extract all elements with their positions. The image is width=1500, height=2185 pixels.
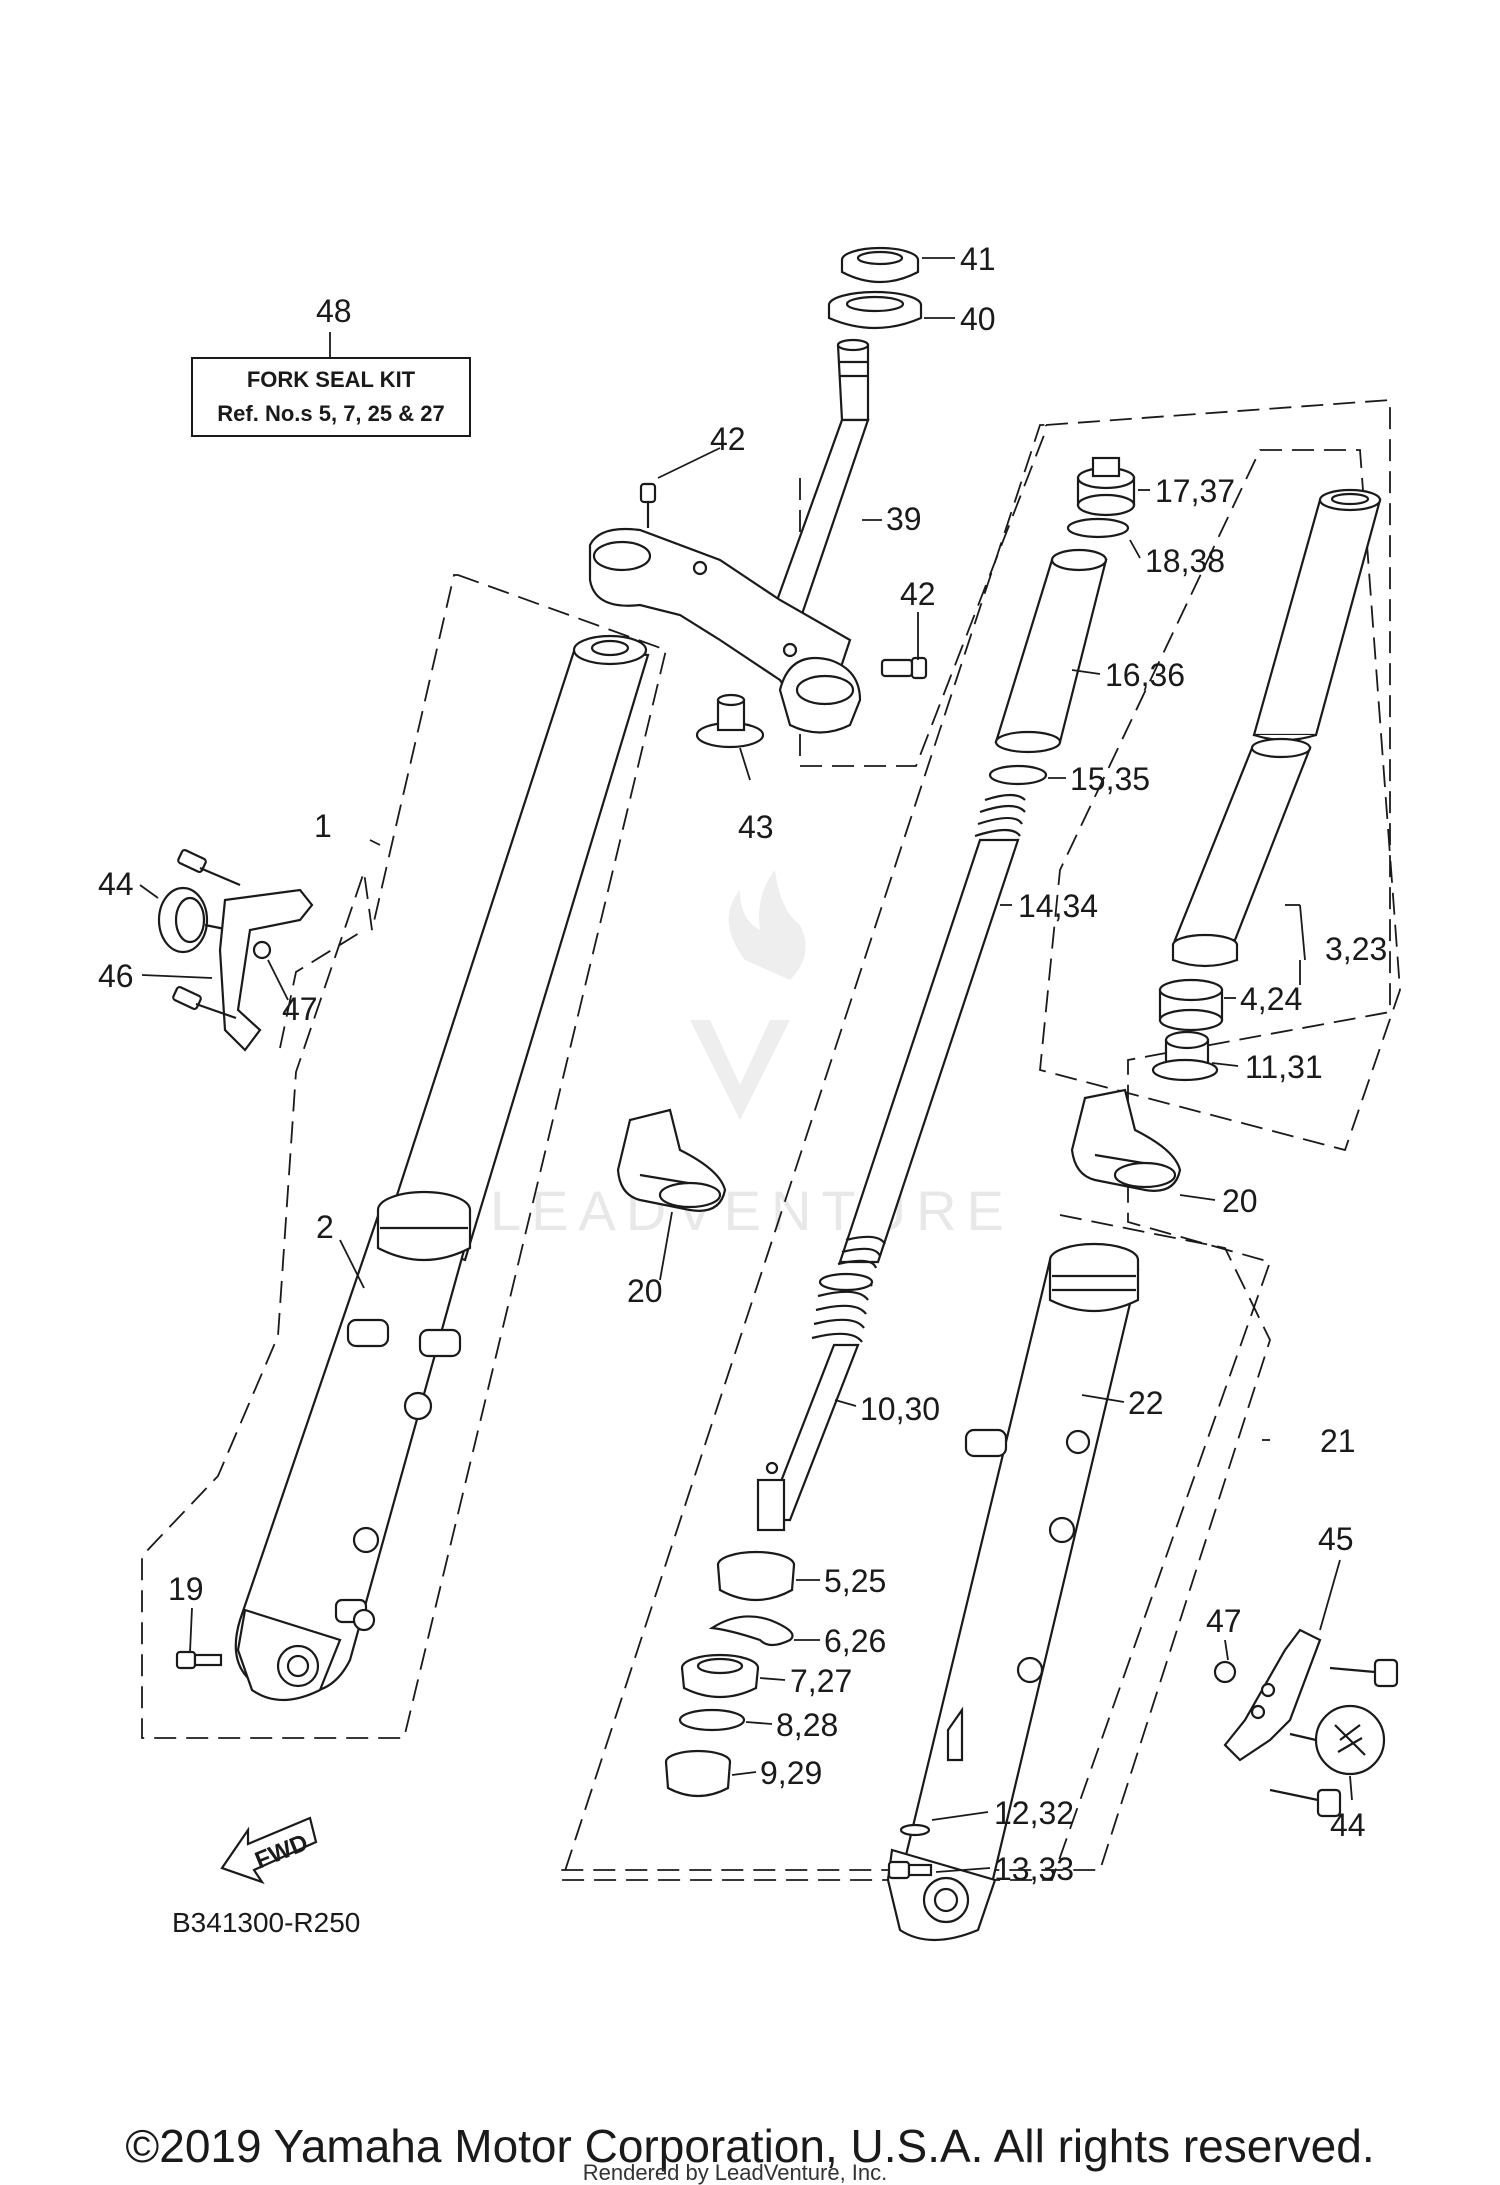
callout-label: 7,27 <box>790 1663 852 1699</box>
fwd-arrow-icon: FWD <box>220 1816 318 1885</box>
slide-bushing-part <box>1158 978 1224 1032</box>
callout-label: 5,25 <box>824 1563 886 1599</box>
callout-label: 21 <box>1320 1423 1356 1459</box>
callout-label: 47 <box>282 991 318 1027</box>
left-outer-tube-part <box>234 1190 472 1701</box>
steering-assembly <box>588 246 928 749</box>
callout-label: 41 <box>960 241 996 277</box>
callout-label: 44 <box>98 866 134 902</box>
callout-label: 42 <box>710 421 746 457</box>
callout-label: 14,34 <box>1018 888 1098 924</box>
callout-label: 44 <box>1330 1807 1366 1843</box>
callout-label: 43 <box>738 809 774 845</box>
callout-label: 19 <box>168 1571 204 1607</box>
callout-label: 8,28 <box>776 1707 838 1743</box>
callout-label: 18,38 <box>1145 543 1225 579</box>
cartridge-lower-part <box>1171 737 1312 968</box>
group-outline-cartridge <box>1039 449 1401 1152</box>
group-outline-left-fork <box>141 574 668 1739</box>
oil-lock-piece-part <box>1151 1030 1219 1082</box>
callout-label: 40 <box>960 301 996 337</box>
callout-label: 22 <box>1128 1385 1164 1421</box>
callout-label: 46 <box>98 958 134 994</box>
drain-bolt-part <box>887 1860 933 1880</box>
under-bracket-part <box>588 527 862 734</box>
callout-label: 39 <box>886 501 922 537</box>
fork-seal-kit-box: 48 FORK SEAL KIT Ref. No.s 5, 7, 25 & 27 <box>191 293 471 437</box>
bearing-race-part <box>827 290 923 330</box>
cap-bolt-part <box>1076 456 1136 517</box>
left-inner-tube-part <box>383 634 650 1262</box>
callout-label: 1 <box>314 808 332 844</box>
kit-box-subtitle: Ref. No.s 5, 7, 25 & 27 <box>217 401 444 426</box>
leader-lines <box>139 257 1353 1873</box>
callout-label: 15,35 <box>1070 761 1150 797</box>
steering-bearing-part <box>840 246 920 284</box>
callout-label: 20 <box>627 1273 663 1309</box>
callout-label: 12,32 <box>994 1795 1074 1831</box>
cartridge-upper-part <box>1252 488 1382 742</box>
spring-seat-part <box>988 764 1048 786</box>
left-bracket-group-part <box>157 849 314 1052</box>
o-ring-part <box>1066 517 1130 539</box>
callout-label: 13,33 <box>994 1851 1074 1887</box>
callout-label: 4,24 <box>1240 981 1302 1017</box>
left-fork-assembly <box>157 634 650 1701</box>
watermark-text: LEADVENTURE <box>490 1179 1014 1242</box>
fork-protector-left-part <box>616 1108 727 1212</box>
cartridge-parts <box>756 456 1382 1532</box>
diagram-code: B341300-R250 <box>172 1907 360 1938</box>
callout-label: 47 <box>1206 1603 1242 1639</box>
callout-label: 11,31 <box>1245 1049 1323 1085</box>
fork-spring-part <box>837 793 1026 1269</box>
watermark: LEADVENTURE <box>490 870 1014 1242</box>
right-bracket-group-part <box>1213 1628 1399 1818</box>
callout-label: 3,23 <box>1325 931 1387 967</box>
right-outer-tube-part <box>886 1242 1140 1942</box>
callout-label: 48 <box>316 293 352 329</box>
spacer-tube-part <box>994 548 1108 754</box>
axle-pinch-bolt-part <box>175 1650 223 1670</box>
callout-label: 16,36 <box>1105 657 1185 693</box>
copyright-text: ©2019 Yamaha Motor Corporation, U.S.A. A… <box>125 2120 1374 2172</box>
callout-label: 42 <box>900 576 936 612</box>
bolt-42-upper-part <box>639 482 657 528</box>
callouts: 41 40 42 39 42 43 17,37 18,38 16,36 15,3… <box>98 241 1387 1887</box>
callout-label: 45 <box>1318 1521 1354 1557</box>
dust-seal-part <box>716 1550 796 1601</box>
fork-protector-right-part <box>1070 1088 1182 1192</box>
gasket-part <box>899 1823 931 1837</box>
callout-label: 6,26 <box>824 1623 886 1659</box>
stopper-ring-part <box>708 1615 794 1647</box>
rendered-by-text: Rendered by LeadVenture, Inc. <box>583 2160 888 2185</box>
bolt-42-right-part <box>880 656 928 680</box>
callout-label: 10,30 <box>860 1391 940 1427</box>
callout-label: 17,37 <box>1155 473 1235 509</box>
callout-label: 2 <box>316 1209 334 1245</box>
seal-washer-part <box>678 1708 746 1732</box>
steering-stem-part <box>768 338 870 622</box>
outer-tube-bushing-part <box>664 1749 732 1798</box>
oil-seal-part <box>680 1653 760 1698</box>
callout-label: 9,29 <box>760 1755 822 1791</box>
stem-collar-part <box>695 693 765 749</box>
kit-box-title: FORK SEAL KIT <box>247 367 416 392</box>
group-outline-bracket-left <box>279 929 365 1049</box>
watermark-v-icon <box>690 1020 790 1120</box>
callout-label: 20 <box>1222 1183 1258 1219</box>
damper-rod-part <box>756 1272 874 1532</box>
watermark-flame-icon <box>728 870 806 980</box>
